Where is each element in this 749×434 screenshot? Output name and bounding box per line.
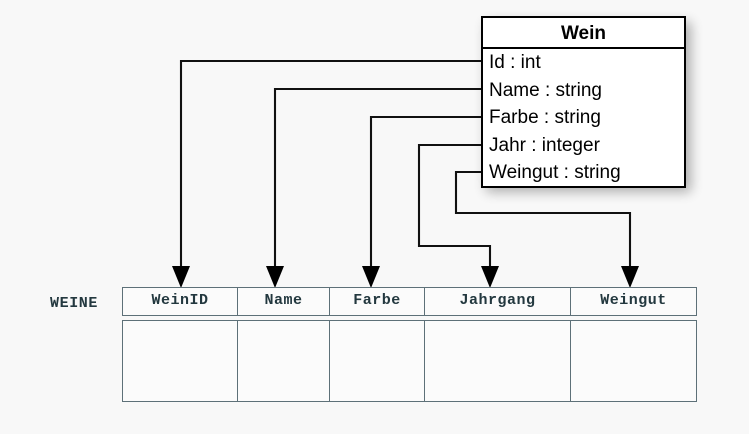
table-column-header-weinid[interactable]: WeinID — [123, 288, 238, 315]
table-column-header-farbe[interactable]: Farbe — [330, 288, 425, 315]
class-name-label: Wein — [483, 18, 684, 49]
arrowhead-farbe — [362, 266, 380, 288]
relational-table-weine: WeinID Name Farbe Jahrgang Weingut — [122, 287, 697, 402]
class-attribute-list: Id : int Name : string Farbe : string Ja… — [483, 49, 684, 187]
class-attribute-jahr: Jahr : integer — [489, 134, 600, 156]
class-attribute-name: Name : string — [489, 79, 602, 101]
table-cell-name[interactable] — [238, 321, 330, 401]
table-column-header-name[interactable]: Name — [238, 288, 330, 315]
table-cell-weinid[interactable] — [123, 321, 238, 401]
table-column-header-weingut[interactable]: Weingut — [600, 292, 667, 309]
table-cell-farbe[interactable] — [330, 321, 425, 401]
arrowhead-name — [266, 266, 284, 288]
connector-id-to-weinid — [172, 59, 481, 288]
table-column-header-jahrgang[interactable]: Jahrgang — [425, 288, 571, 315]
uml-class-box-wein[interactable]: Wein Id : int Name : string Farbe : stri… — [481, 16, 686, 188]
class-attribute-id: Id : int — [489, 52, 541, 73]
table-row — [122, 320, 697, 402]
table-cell-weingut[interactable] — [571, 321, 696, 401]
class-attribute-farbe: Farbe : string — [489, 107, 601, 129]
table-cell-jahrgang[interactable] — [425, 321, 571, 401]
arrowhead-weinid — [172, 266, 190, 288]
connector-farbe-to-farbe — [362, 115, 481, 288]
connector-name-to-name — [266, 87, 481, 288]
table-header-row: WeinID Name Farbe Jahrgang Weingut — [122, 287, 697, 316]
arrowhead-weingut — [621, 266, 639, 288]
arrowhead-jahrgang — [481, 266, 499, 288]
class-attribute-weingut: Weingut : string — [489, 162, 621, 184]
table-name-label: WEINE — [50, 295, 99, 312]
